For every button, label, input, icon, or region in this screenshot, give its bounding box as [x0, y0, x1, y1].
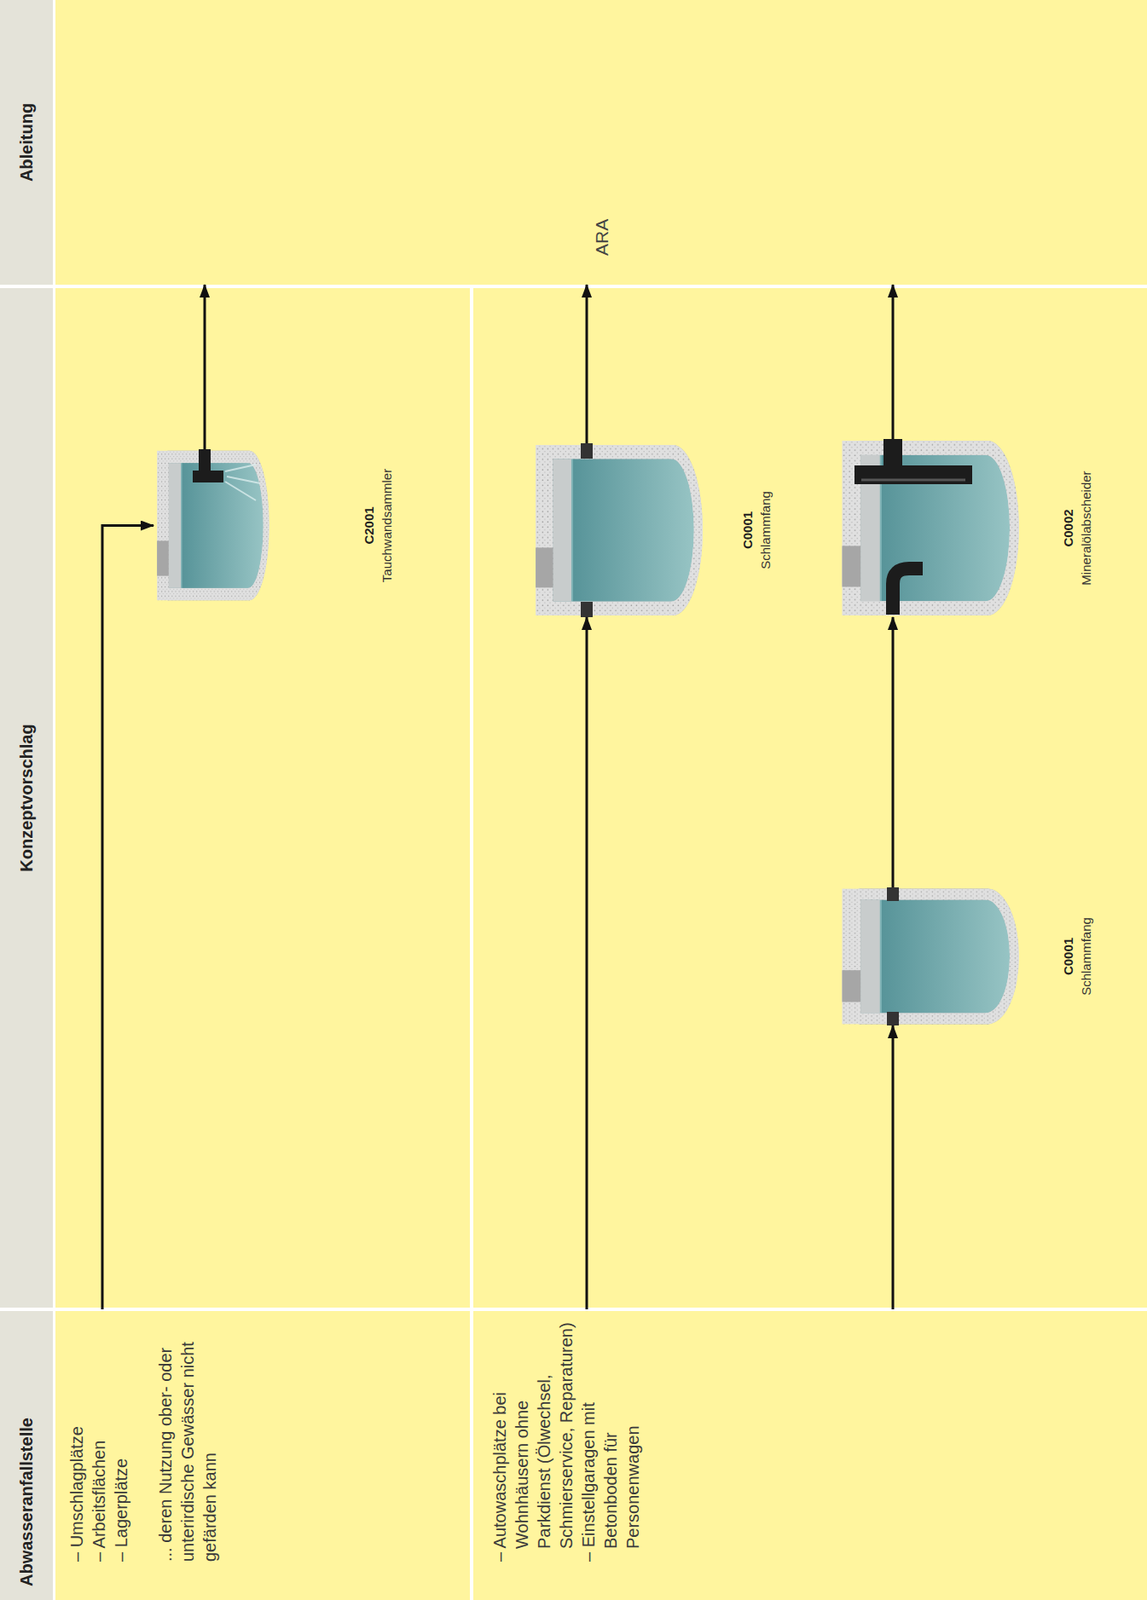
- grid-line: [0, 284, 1147, 289]
- device-code: C0001: [738, 511, 757, 550]
- flow-arrow: [203, 284, 207, 450]
- flow-arrow: [892, 284, 895, 440]
- source-text: – Umschlagplätze: [65, 1318, 88, 1563]
- device-name: Schlammfang: [756, 491, 775, 570]
- device-code: C2001: [359, 506, 378, 545]
- flow-arrow: [892, 617, 895, 888]
- tank-illustration: [535, 445, 703, 616]
- pipe-stub: [580, 443, 593, 459]
- discharge-label: ARA: [590, 219, 614, 256]
- source-text: – Lagerplätze: [110, 1318, 133, 1563]
- grid-line: [0, 1308, 1147, 1312]
- inlet-elbow: [892, 568, 923, 615]
- source-text: – Autowaschplätze bei Wohnhäusern ohne P…: [488, 1318, 578, 1563]
- tank-node: C2001Tauchwandsammler: [153, 449, 401, 603]
- tank-node: C0001Schlammfang: [530, 443, 780, 618]
- flow-arrow: [585, 284, 589, 444]
- source-text: – Einstellgaragen mit Betonboden für Per…: [577, 1318, 644, 1563]
- source-text: ... deren Nutzung ober- oder unterirdisc…: [154, 1318, 221, 1563]
- column-header: Abwasseranfallstelle: [0, 1322, 53, 1588]
- pipe-highlight: [861, 479, 966, 482]
- tank-node: C0001Schlammfang: [836, 887, 1101, 1026]
- source-text: – Arbeitsflächen: [87, 1318, 111, 1563]
- dip-pipe: [192, 449, 224, 477]
- pipe-stub: [886, 887, 899, 902]
- source-cell: – Umschlagplätze– Arbeitsflächen– Lagerp…: [55, 1309, 470, 1600]
- discharge-cell: ARA: [55, 0, 1147, 285]
- device-code: C0001: [1059, 938, 1078, 976]
- device-name: Schlammfang: [1077, 917, 1095, 997]
- flow-arrow: [102, 526, 154, 1311]
- device-name: Mineralölabscheider: [1077, 470, 1095, 586]
- device-code: C0002: [1059, 509, 1078, 547]
- source-cell: – Autowaschplätze bei Wohnhäusern ohne P…: [473, 1309, 1147, 1600]
- column-header: Ableitung: [0, 0, 53, 285]
- pipe-stub: [580, 602, 593, 618]
- column-header: Konzeptvorschlag: [0, 288, 53, 1309]
- flow-arrow: [585, 617, 589, 1310]
- spray: [225, 464, 261, 501]
- grid-line: [469, 286, 474, 1600]
- grid-line: [52, 0, 56, 1600]
- device-name: Tauchwandsammler: [377, 469, 396, 583]
- flow-arrow: [892, 1025, 895, 1310]
- header-band: [0, 0, 53, 1600]
- outlet-dip-pipe: [854, 439, 973, 476]
- tank-node: C0002Mineralölabscheider: [836, 439, 1101, 618]
- tank-illustration: [841, 889, 1019, 1026]
- pipe-stub: [886, 1012, 899, 1026]
